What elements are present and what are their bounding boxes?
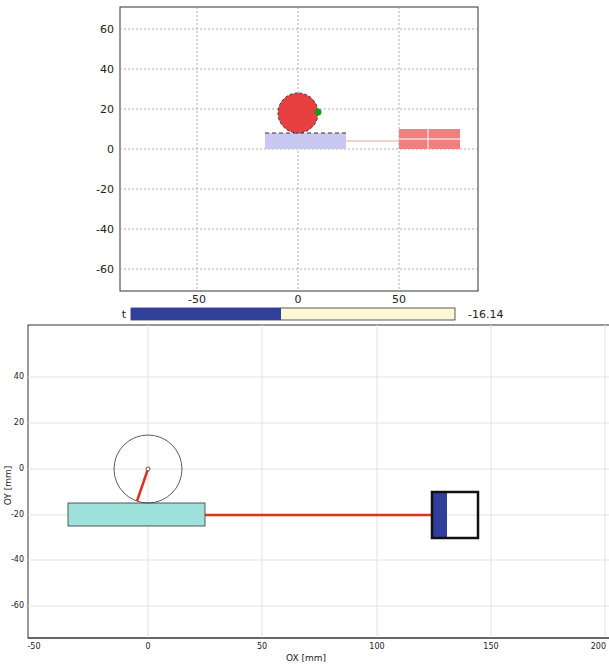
tick-label: 100 <box>369 643 384 651</box>
tick-label: 40 <box>14 373 24 381</box>
tick-label: -50 <box>188 294 206 305</box>
grid-lines <box>120 7 478 291</box>
tick-label: 150 <box>483 643 498 651</box>
tick-label: -60 <box>11 602 24 610</box>
plate-edge <box>265 133 346 134</box>
cylinder <box>432 492 478 538</box>
connecting-rod <box>346 140 399 142</box>
tick-label: -60 <box>96 264 114 275</box>
tick-label: -20 <box>96 184 114 195</box>
block-line <box>428 129 429 149</box>
base-plate <box>68 503 205 526</box>
wheel <box>114 435 182 503</box>
wheel <box>278 93 318 133</box>
axes-frame <box>28 325 609 638</box>
axis-title: OX [mm] <box>286 654 326 663</box>
slider-track <box>131 308 455 320</box>
tick-label: -50 <box>27 643 40 651</box>
tick-label: 50 <box>257 643 267 651</box>
tick-label: 0 <box>19 465 24 473</box>
tick-label: -20 <box>11 511 24 519</box>
connecting-rod <box>205 514 432 517</box>
slider-block <box>399 129 460 149</box>
slider-name: t <box>122 309 126 320</box>
tick-label: 0 <box>295 294 302 305</box>
tick-label: 40 <box>100 64 114 75</box>
tick-label: -40 <box>11 556 24 564</box>
x-axis <box>28 638 609 639</box>
crank-pin <box>315 109 322 116</box>
tick-label: 50 <box>392 294 406 305</box>
axis-title: OY [mm] <box>5 465 14 505</box>
tick-label: 20 <box>100 104 114 115</box>
block-line <box>399 139 460 140</box>
axes-frame <box>120 7 478 291</box>
tick-label: 0 <box>145 643 150 651</box>
slider-value: -16.14 <box>468 309 503 320</box>
base-plate <box>265 133 346 149</box>
tick-label: 60 <box>100 24 114 35</box>
tick-label: 200 <box>591 643 606 651</box>
tick-label: -40 <box>96 224 114 235</box>
crank <box>137 469 148 501</box>
pivot <box>146 467 150 471</box>
piston <box>432 492 447 538</box>
tick-label: 0 <box>107 144 114 155</box>
tick-label: 20 <box>14 419 24 427</box>
grid-lines <box>28 325 609 638</box>
slider-fill <box>131 308 281 320</box>
